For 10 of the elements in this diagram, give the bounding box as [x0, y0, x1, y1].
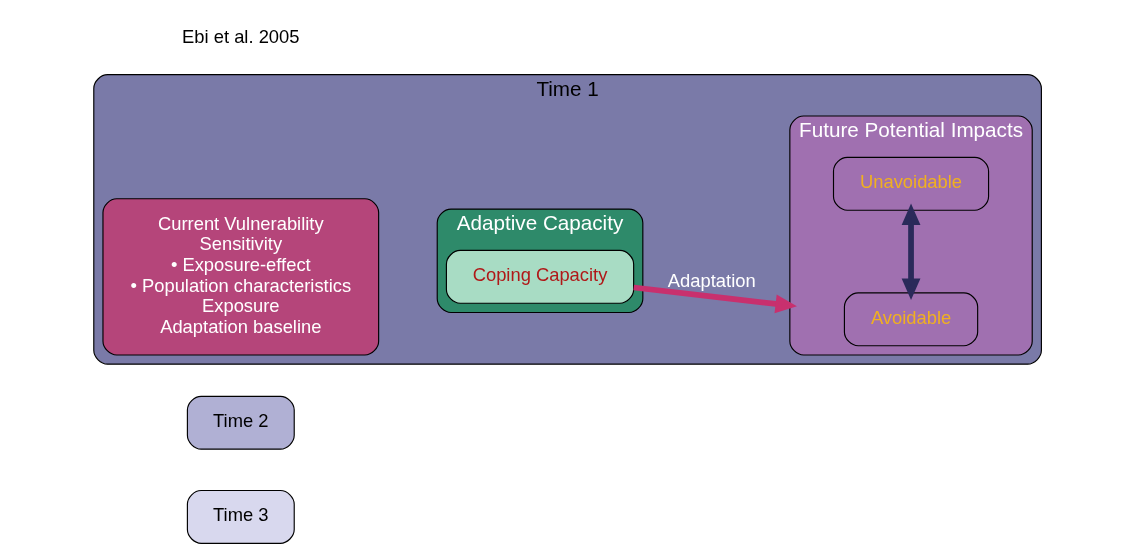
arrow	[901, 203, 921, 301]
label: Ebi et al. 2005	[182, 26, 300, 48]
node-box: Coping Capacity	[445, 249, 635, 304]
node-box: Time 3	[186, 489, 295, 544]
arrow	[633, 284, 797, 314]
node-box: Current Vulnerability Sensitivity • Exposure-effect • Population characteristics Exposure Adaptation baseline	[102, 198, 380, 356]
node-box: Unavoidable	[832, 156, 990, 211]
edge-label: Adaptation	[667, 269, 756, 291]
node-box: Avoidable	[843, 292, 979, 347]
node-box: Time 2	[186, 395, 295, 450]
